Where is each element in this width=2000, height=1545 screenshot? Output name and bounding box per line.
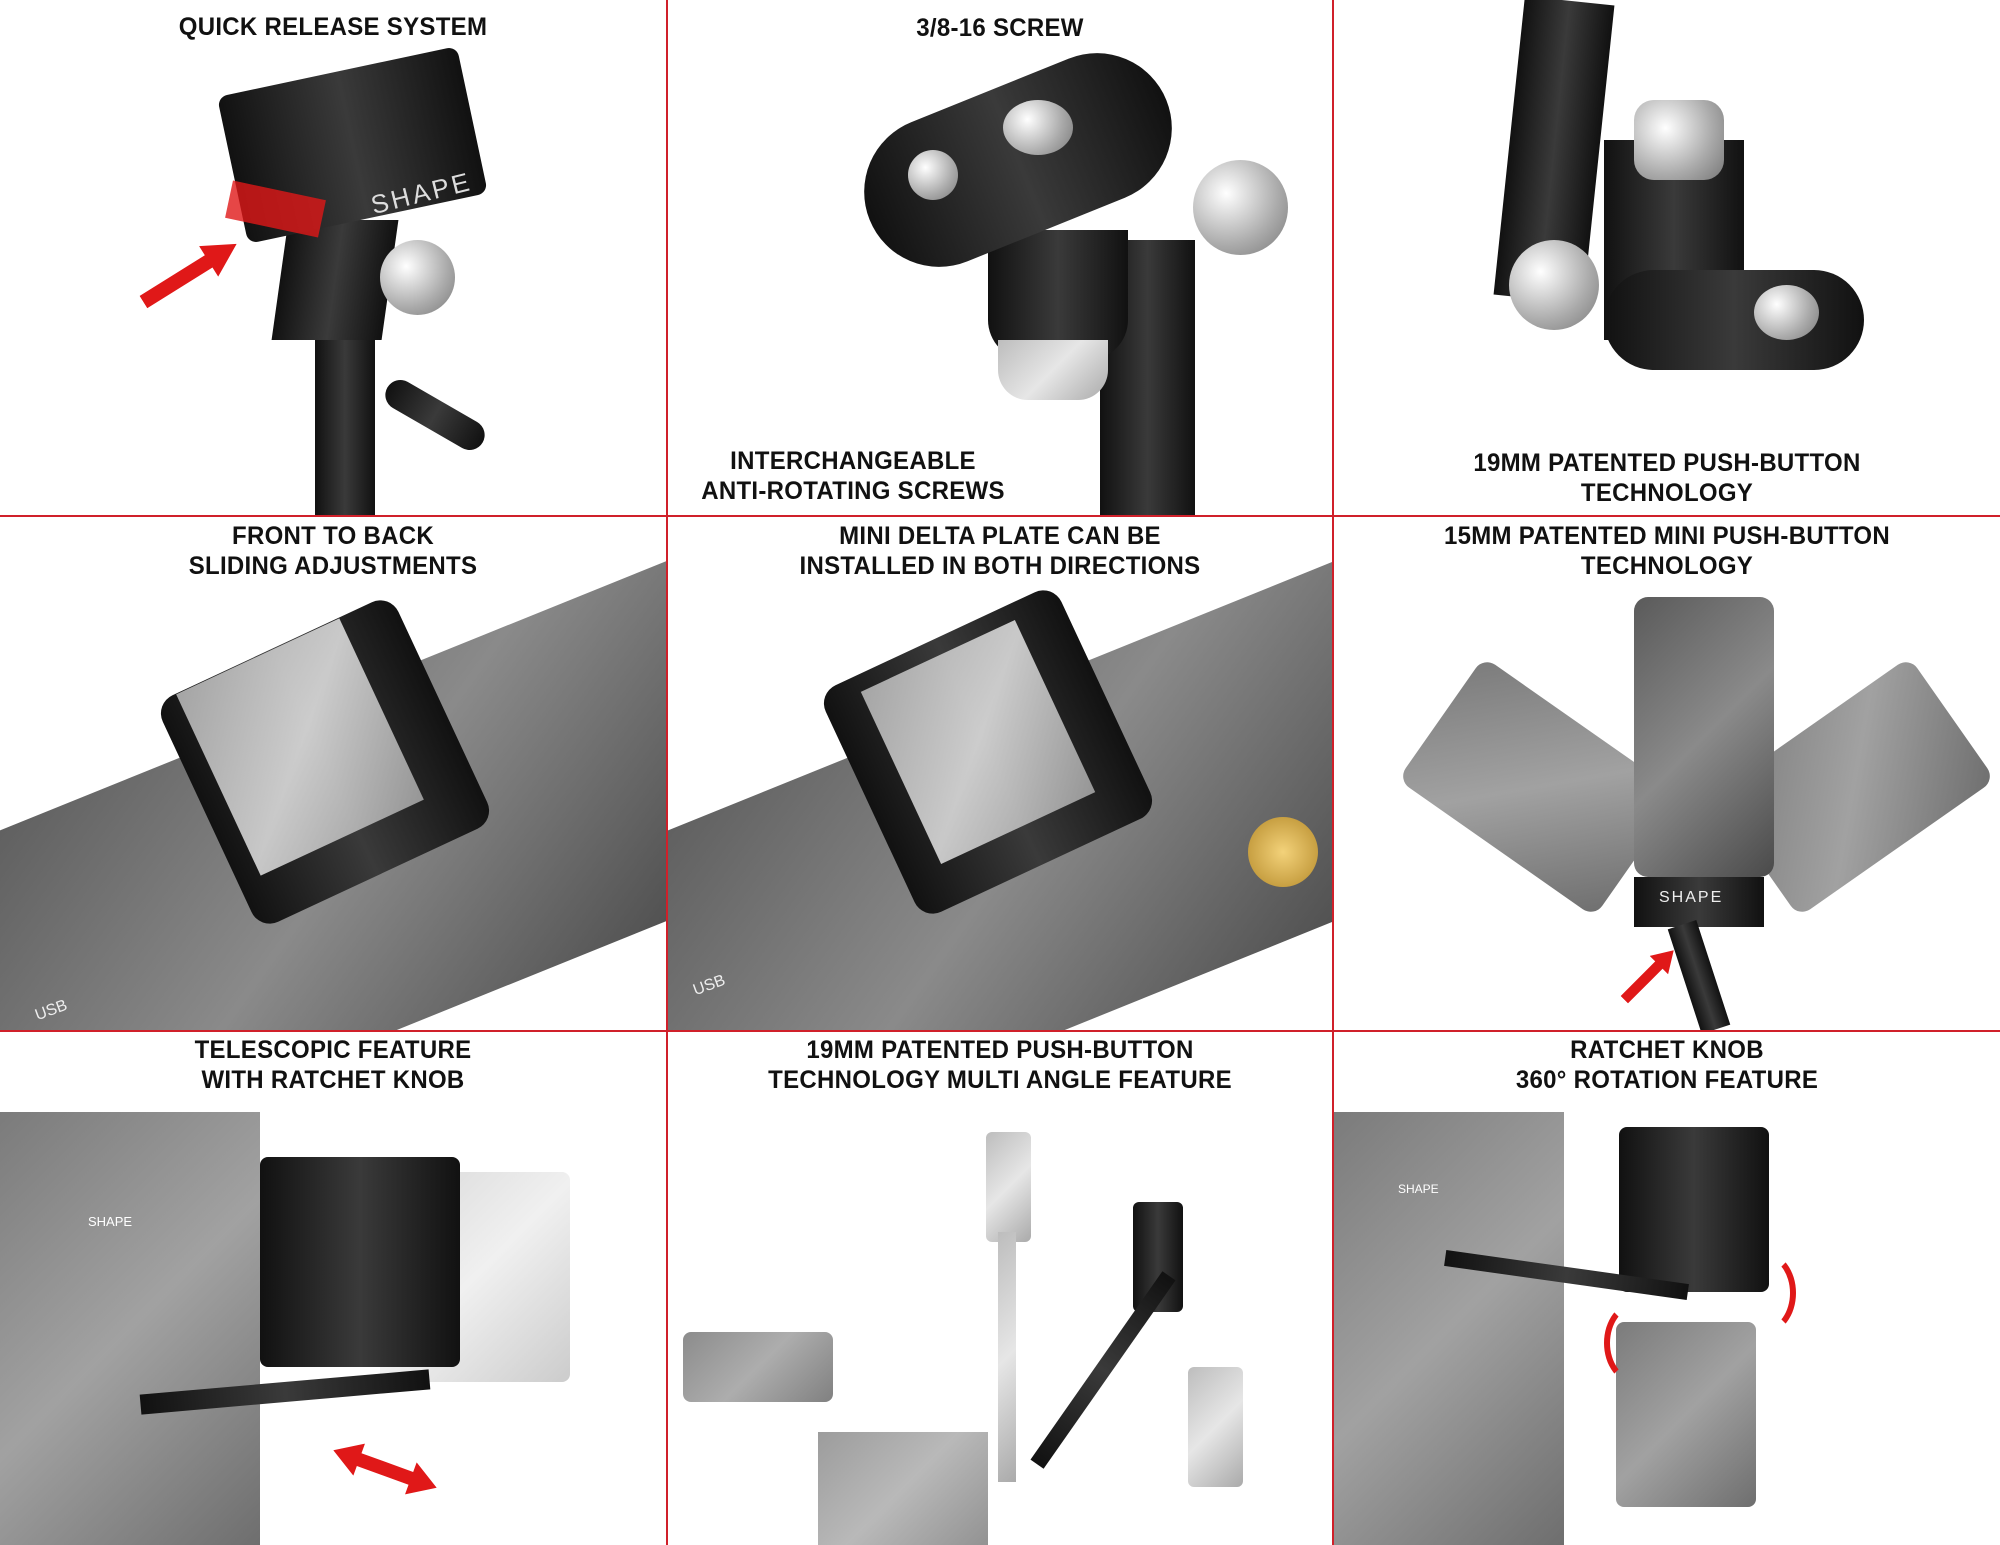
feature-caption: 15MM PATENTED MINI PUSH-BUTTON TECHNOLOG… bbox=[1443, 522, 1890, 580]
monitor-left bbox=[683, 1332, 833, 1402]
grid-divider-vertical bbox=[666, 0, 668, 1545]
screw-base bbox=[998, 340, 1108, 400]
feature-cell-multi-angle: 19MM PATENTED PUSH-BUTTON TECHNOLOGY MUL… bbox=[668, 1032, 1332, 1545]
feature-cell-screw: 3/8-16 SCREW INTERCHANGEABLE ANTI-ROTATI… bbox=[668, 0, 1332, 515]
grid-divider-horizontal bbox=[0, 515, 2000, 517]
angled-arm bbox=[1030, 1271, 1176, 1469]
feature-caption: FRONT TO BACK SLIDING ADJUSTMENTS bbox=[188, 522, 478, 580]
monitor-bottom bbox=[1188, 1367, 1243, 1487]
feature-cell-rotation: RATCHET KNOB 360° ROTATION FEATURE SHAPE bbox=[1334, 1032, 2000, 1545]
camera bbox=[818, 1432, 988, 1545]
feature-cell-telescopic: TELESCOPIC FEATURE WITH RATCHET KNOB SHA… bbox=[0, 1032, 666, 1545]
knob bbox=[1193, 160, 1288, 255]
feature-cell-sliding: FRONT TO BACK SLIDING ADJUSTMENTS USB bbox=[0, 517, 666, 1030]
rotate-arrow-icon bbox=[1604, 1302, 1666, 1384]
grid-divider-horizontal bbox=[0, 1030, 2000, 1032]
feature-caption: MINI DELTA PLATE CAN BE INSTALLED IN BOT… bbox=[799, 522, 1201, 580]
feature-cell-quick-release: QUICK RELEASE SYSTEM SHAPE bbox=[0, 0, 666, 515]
base-plate bbox=[1604, 270, 1864, 370]
feature-caption: 3/8-16 SCREW bbox=[916, 14, 1084, 42]
grid-divider-vertical bbox=[1332, 0, 1334, 1545]
arm-tube bbox=[1667, 920, 1731, 1030]
knob bbox=[1509, 240, 1599, 330]
bnc-connector bbox=[1248, 817, 1318, 887]
knob bbox=[380, 240, 455, 315]
rotate-arrow-icon bbox=[1734, 1252, 1796, 1334]
camera-rig bbox=[1334, 1112, 1564, 1545]
monitor bbox=[260, 1157, 460, 1367]
monitor-top bbox=[986, 1132, 1031, 1242]
screw bbox=[908, 150, 958, 200]
feature-caption: TELESCOPIC FEATURE WITH RATCHET KNOB bbox=[194, 1036, 472, 1094]
screw bbox=[1754, 285, 1819, 340]
feature-caption: RATCHET KNOB 360° ROTATION FEATURE bbox=[1515, 1036, 1819, 1094]
monitor-center bbox=[1634, 597, 1774, 877]
arrow-icon bbox=[134, 229, 246, 318]
feature-cell-delta-plate: MINI DELTA PLATE CAN BE INSTALLED IN BOT… bbox=[668, 517, 1332, 1030]
feature-caption-bottom: INTERCHANGEABLE ANTI-ROTATING SCREWS bbox=[701, 447, 1005, 505]
mount-block bbox=[1634, 877, 1764, 927]
shape-logo: SHAPE bbox=[88, 1214, 133, 1229]
threaded-hole bbox=[1003, 100, 1073, 155]
arrow-icon bbox=[1615, 941, 1683, 1009]
camera-rig bbox=[0, 1112, 260, 1545]
feature-caption: QUICK RELEASE SYSTEM bbox=[178, 13, 488, 41]
feature-caption: 19MM PATENTED PUSH-BUTTON TECHNOLOGY MUL… bbox=[768, 1036, 1232, 1094]
screw-block bbox=[988, 230, 1128, 360]
mount-pole bbox=[315, 330, 375, 515]
feature-cell-mini-push-button: 15MM PATENTED MINI PUSH-BUTTON TECHNOLOG… bbox=[1334, 517, 2000, 1030]
double-arrow-icon bbox=[328, 1434, 443, 1504]
feature-cell-push-button: 19MM PATENTED PUSH-BUTTON TECHNOLOGY bbox=[1334, 0, 2000, 515]
shape-logo: SHAPE bbox=[1398, 1182, 1439, 1196]
vertical-arm bbox=[998, 1232, 1016, 1482]
shape-logo: SHAPE bbox=[1659, 889, 1724, 906]
push-button bbox=[1634, 100, 1724, 180]
lever-handle bbox=[379, 374, 491, 456]
feature-caption-bottom: 19MM PATENTED PUSH-BUTTON TECHNOLOGY bbox=[1473, 449, 1861, 507]
